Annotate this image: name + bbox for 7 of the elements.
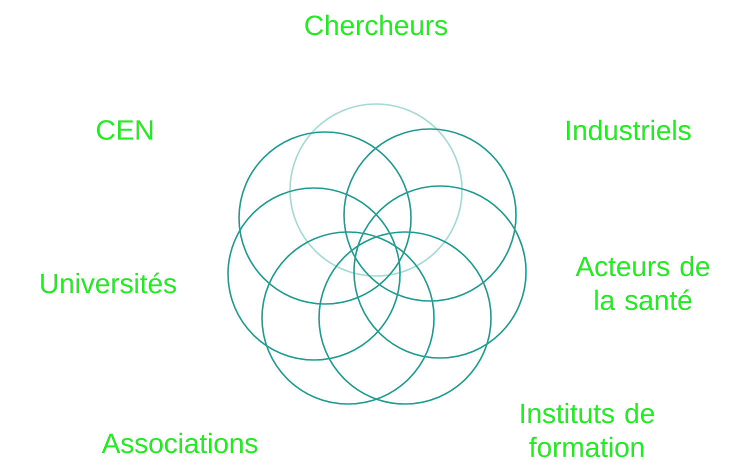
stakeholder-label: Instituts de formation — [521, 402, 654, 458]
stakeholder-label: Chercheurs — [305, 14, 448, 36]
stakeholder-label: Associations — [102, 432, 258, 454]
stakeholder-label: Acteurs de la santé — [576, 256, 710, 310]
stakeholder-label: Industriels — [567, 120, 691, 140]
stakeholder-label: Universités — [41, 272, 176, 294]
stakeholder-label: CEN — [96, 120, 152, 140]
